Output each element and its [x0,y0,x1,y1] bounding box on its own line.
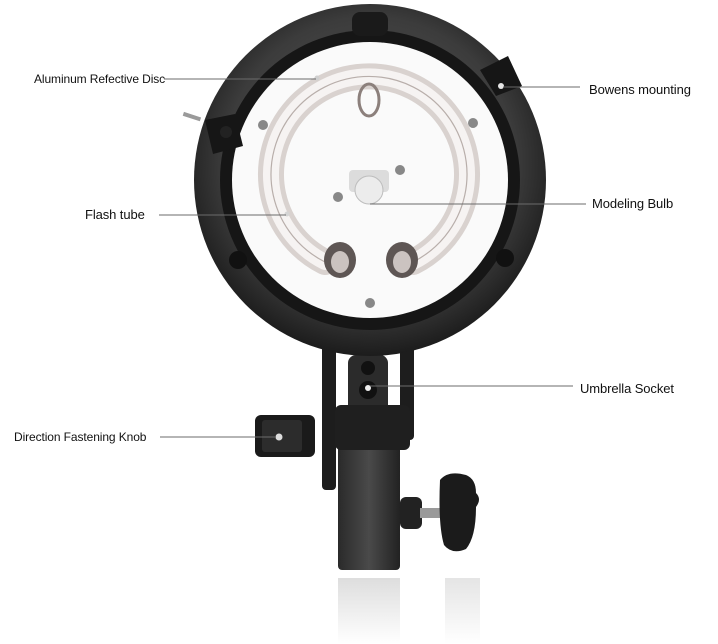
label-modeling-bulb: Modeling Bulb [592,196,674,211]
label-umbrella-socket: Umbrella Socket [580,381,674,396]
label-aluminum-reflective-disc: Aluminum Refective Disc [34,72,166,86]
label-direction-fastening-knob: Direction Fastening Knob [14,430,147,444]
callout-lines [159,78,586,438]
flash-head [182,4,546,356]
bracket [255,340,480,644]
label-bowens-mounting: Bowens mounting [589,82,691,97]
label-flash-tube: Flash tube [85,207,145,222]
